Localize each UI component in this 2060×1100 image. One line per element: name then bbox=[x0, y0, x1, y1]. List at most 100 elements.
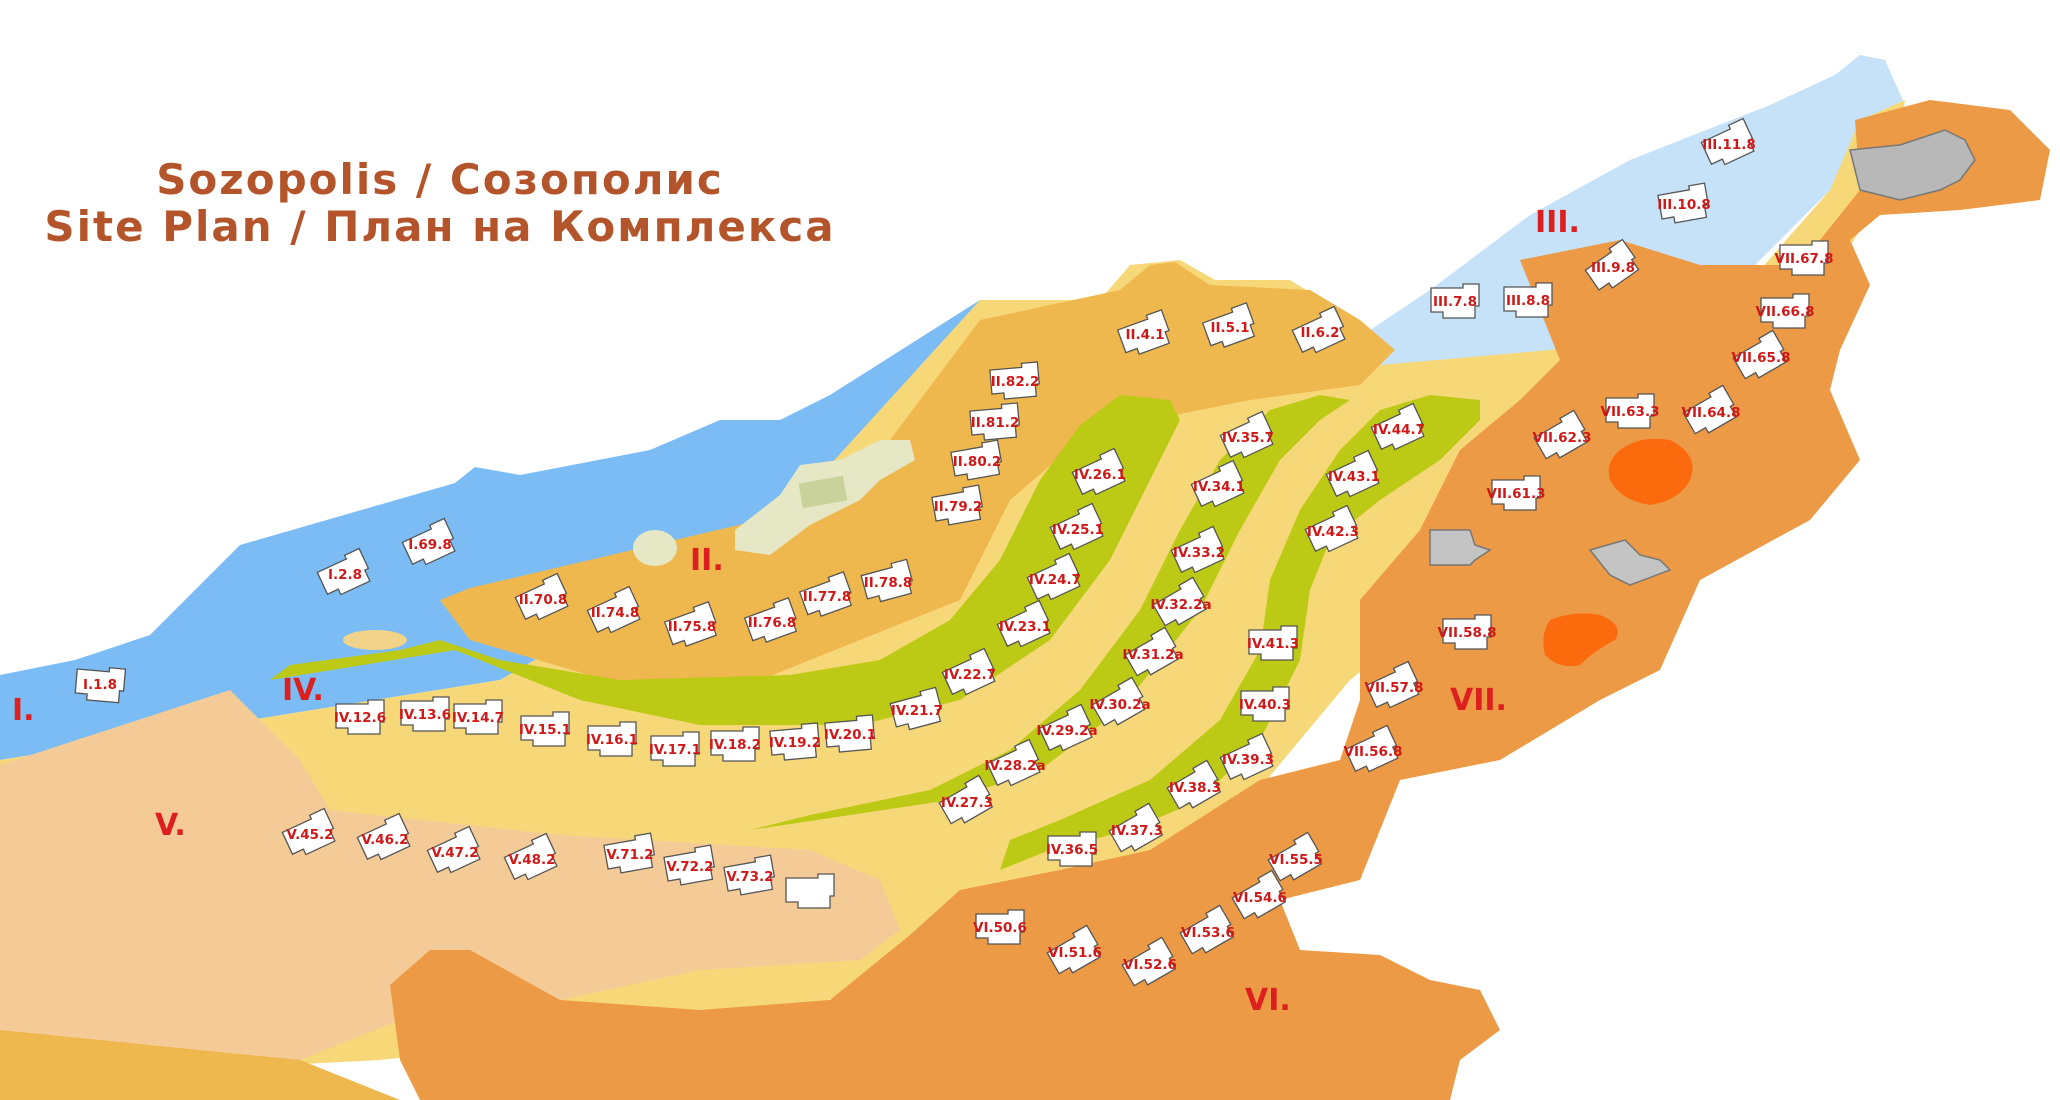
lot-house[interactable] bbox=[1503, 282, 1553, 318]
lot-house[interactable] bbox=[663, 601, 720, 650]
sea-area bbox=[0, 300, 980, 760]
house-outline bbox=[356, 812, 411, 861]
zone-ii-feature bbox=[798, 475, 848, 509]
zone-vi-vii-area bbox=[390, 100, 2050, 1100]
lot-house[interactable] bbox=[1365, 660, 1423, 713]
lot-house[interactable] bbox=[586, 585, 644, 638]
lot-house[interactable] bbox=[1071, 447, 1129, 500]
lot-house[interactable] bbox=[1120, 936, 1179, 990]
lot-house[interactable] bbox=[74, 665, 127, 704]
lot-house[interactable] bbox=[426, 825, 484, 878]
lot-house[interactable] bbox=[1170, 525, 1228, 578]
lot-house[interactable] bbox=[1532, 409, 1591, 463]
lot-house[interactable] bbox=[824, 714, 876, 753]
lot-house[interactable] bbox=[587, 721, 637, 757]
lot-house[interactable] bbox=[996, 599, 1054, 652]
lot-house[interactable] bbox=[1491, 475, 1541, 511]
lot-house[interactable] bbox=[1107, 802, 1166, 856]
lot-house[interactable] bbox=[1165, 759, 1224, 813]
house-outline bbox=[1219, 410, 1274, 459]
lot-house[interactable] bbox=[1605, 393, 1655, 429]
lot-house[interactable] bbox=[941, 647, 999, 700]
lot-house[interactable] bbox=[986, 738, 1044, 791]
lot-house[interactable] bbox=[1201, 302, 1258, 351]
lot-house[interactable] bbox=[1266, 831, 1325, 885]
lot-house[interactable] bbox=[931, 484, 984, 527]
lot-house[interactable] bbox=[514, 572, 572, 625]
lot-house[interactable] bbox=[281, 807, 339, 860]
zone-label-v: V. bbox=[155, 808, 186, 843]
lot-house[interactable] bbox=[1325, 449, 1383, 502]
lot-house[interactable] bbox=[335, 699, 385, 735]
lot-house[interactable] bbox=[937, 774, 996, 828]
lot-house[interactable] bbox=[1304, 504, 1362, 557]
lot-house[interactable] bbox=[1045, 924, 1104, 978]
lot-house[interactable] bbox=[1240, 686, 1290, 722]
lot-house[interactable] bbox=[1116, 309, 1173, 358]
lot-house[interactable] bbox=[453, 699, 503, 735]
lot-house[interactable] bbox=[975, 909, 1025, 945]
lot-house[interactable] bbox=[1151, 576, 1210, 630]
house-outline bbox=[710, 726, 760, 762]
lot-house[interactable] bbox=[400, 696, 450, 732]
lot-label: VII.56.8 bbox=[1344, 744, 1403, 760]
lot-house[interactable] bbox=[1344, 724, 1402, 777]
lot-house[interactable] bbox=[1123, 626, 1182, 680]
lot-house[interactable] bbox=[950, 439, 1003, 482]
lot-house[interactable] bbox=[1219, 410, 1277, 463]
lot-label: III.10.8 bbox=[1657, 197, 1711, 213]
lot-house[interactable] bbox=[1219, 732, 1277, 785]
lot-house[interactable] bbox=[1681, 384, 1740, 438]
lot-house[interactable] bbox=[1731, 329, 1790, 383]
lot-house[interactable] bbox=[1026, 552, 1084, 605]
lot-house[interactable] bbox=[1657, 182, 1710, 225]
lot-label: IV.22.7 bbox=[944, 667, 996, 683]
house-outline bbox=[1047, 831, 1097, 867]
lot-house[interactable] bbox=[785, 873, 835, 909]
lot-label: II.75.8 bbox=[668, 619, 716, 635]
lot-house[interactable] bbox=[743, 597, 800, 646]
lot-house[interactable] bbox=[520, 711, 570, 747]
lot-house[interactable] bbox=[798, 571, 855, 620]
lot-house[interactable] bbox=[723, 854, 776, 897]
lot-house[interactable] bbox=[663, 844, 716, 887]
lot-house[interactable] bbox=[769, 722, 821, 761]
lot-label: IV.30.2a bbox=[1089, 697, 1150, 713]
lot-house[interactable] bbox=[1760, 293, 1810, 329]
zone-v-lower-area bbox=[0, 1030, 400, 1100]
lot-house[interactable] bbox=[1442, 614, 1492, 650]
gray-building bbox=[1849, 129, 1976, 201]
lot-house[interactable] bbox=[356, 812, 414, 865]
lot-label: VII.62.3 bbox=[1533, 430, 1592, 446]
lot-house[interactable] bbox=[1430, 283, 1480, 319]
lot-house[interactable] bbox=[1049, 502, 1107, 555]
lot-house[interactable] bbox=[1583, 238, 1642, 294]
lot-house[interactable] bbox=[989, 361, 1041, 400]
lot-house[interactable] bbox=[603, 832, 656, 875]
lot-house[interactable] bbox=[1190, 459, 1248, 512]
lot-house[interactable] bbox=[1248, 625, 1298, 661]
lot-house[interactable] bbox=[316, 547, 374, 600]
lot-house[interactable] bbox=[401, 517, 459, 570]
lot-house[interactable] bbox=[1090, 676, 1149, 730]
lot-house[interactable] bbox=[503, 832, 561, 885]
lot-house[interactable] bbox=[710, 726, 760, 762]
lot-label: IV.29.2a bbox=[1036, 723, 1097, 739]
lot-label: IV.25.1 bbox=[1052, 522, 1104, 538]
lot-house[interactable] bbox=[1291, 305, 1349, 358]
lot-house[interactable] bbox=[1047, 831, 1097, 867]
lot-house[interactable] bbox=[1700, 117, 1758, 170]
house-outline bbox=[401, 517, 456, 566]
lot-house[interactable] bbox=[1370, 402, 1428, 455]
lot-house[interactable] bbox=[860, 558, 915, 604]
lot-house[interactable] bbox=[969, 402, 1021, 441]
lot-house[interactable] bbox=[1230, 869, 1289, 923]
lot-house[interactable] bbox=[650, 731, 700, 767]
lot-house[interactable] bbox=[1779, 240, 1829, 276]
lot-house[interactable] bbox=[889, 686, 944, 732]
lot-house[interactable] bbox=[1178, 904, 1237, 958]
lot-house[interactable] bbox=[1038, 703, 1096, 756]
house-outline bbox=[1091, 676, 1147, 727]
house-outline bbox=[941, 647, 996, 696]
